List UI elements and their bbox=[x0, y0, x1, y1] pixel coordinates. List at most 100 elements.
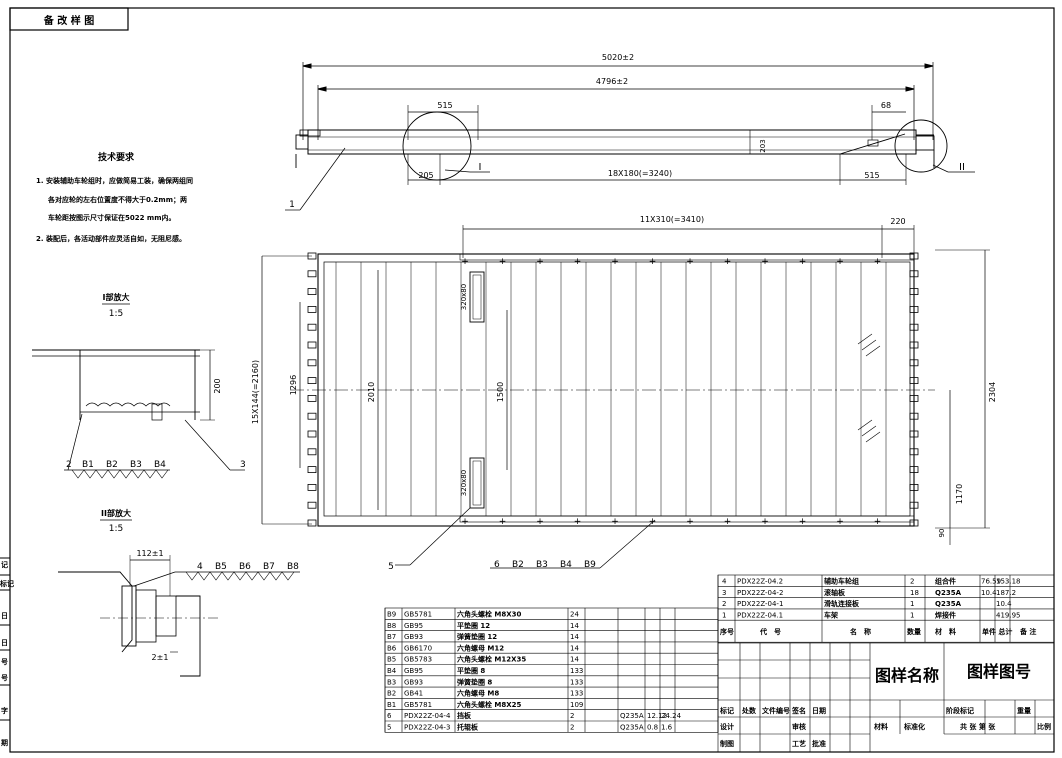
tech-line-2: 各对应轮的左右位置度不得大于0.2mm；两 bbox=[47, 195, 187, 204]
plate-bolt: + bbox=[461, 257, 469, 267]
dim-68: 68 bbox=[881, 101, 891, 110]
bom-header-code: 代 号 bbox=[759, 627, 781, 636]
bom-top-total-weight: 187.2 bbox=[996, 589, 1016, 597]
margin-labels: 记 标记 日 日 号 号 字 期 bbox=[0, 560, 14, 747]
bolt-mark bbox=[909, 377, 919, 385]
bom-left-name: 六角螺母 M12 bbox=[457, 643, 504, 652]
dim-90: 90 bbox=[938, 529, 946, 538]
bom-left-name: 六角头螺栓 M12X35 bbox=[457, 655, 526, 664]
dim-2: 2±1 bbox=[152, 653, 169, 662]
margin-label: 号 bbox=[1, 657, 8, 666]
tb-cell: 批准 bbox=[812, 739, 826, 748]
tb-cell: 工艺 bbox=[792, 739, 806, 748]
plate-bolt: + bbox=[536, 257, 544, 267]
bolt-mark bbox=[307, 483, 317, 491]
leader-label: B3 bbox=[536, 560, 548, 570]
detail-II-scale: 1:5 bbox=[109, 524, 123, 534]
dim-515-top: 515 bbox=[437, 101, 452, 110]
bom-left-code: GB95 bbox=[404, 667, 423, 675]
bom-top-unit-weight: 76.59 bbox=[981, 578, 1001, 586]
bolt-mark bbox=[307, 288, 317, 296]
bom-top-total-weight: 153.18 bbox=[996, 578, 1021, 586]
bolt-mark bbox=[909, 519, 919, 527]
bom-top-material: Q235A bbox=[935, 600, 962, 608]
bom-top-material: Q235A bbox=[935, 589, 962, 597]
tb-cell: 审核 bbox=[792, 722, 806, 731]
leader-label: 2 bbox=[66, 460, 72, 470]
revision-stamp-text: 备 改 样 图 bbox=[43, 14, 94, 27]
bolt-mark bbox=[307, 252, 317, 260]
detail-II-title: II部放大 bbox=[101, 508, 131, 518]
dim-220: 220 bbox=[890, 217, 905, 226]
bom-left-code: GB5781 bbox=[404, 611, 432, 619]
bom-top-qty: 1 bbox=[910, 611, 914, 619]
bom-top-code: PDX22Z-04.2 bbox=[737, 578, 783, 586]
bom-left-no: B6 bbox=[387, 644, 397, 652]
pad-size-top: 320x80 bbox=[460, 284, 468, 310]
dim-112: 112±1 bbox=[136, 549, 163, 558]
bom-header-qty: 数量 bbox=[907, 627, 921, 636]
plate-bolt: + bbox=[461, 517, 469, 527]
plate-bolt: + bbox=[499, 257, 507, 267]
bom-top-name: 辅助车轮组 bbox=[824, 577, 859, 586]
bom-top-total-weight: 419.95 bbox=[996, 611, 1021, 619]
tech-line-1: 1. 安装辅助车轮组时，应做简易工装，确保两组同 bbox=[36, 176, 193, 185]
bom-left-qty: 14 bbox=[570, 644, 579, 652]
dim-roller-pitch: 11X310(=3410) bbox=[640, 215, 704, 224]
bom-top-name: 车架 bbox=[824, 610, 838, 619]
dim-205: 205 bbox=[418, 171, 433, 180]
bom-left-no: 6 bbox=[387, 712, 392, 720]
bolt-mark bbox=[307, 341, 317, 349]
bom-header-weight: 单件 总计 bbox=[982, 627, 1012, 636]
bom-top-no: 1 bbox=[722, 611, 726, 619]
plan-view-rollers bbox=[335, 262, 887, 516]
plate-bolt: + bbox=[761, 517, 769, 527]
bom-left-qty: 14 bbox=[570, 633, 579, 641]
plate-bolt: + bbox=[874, 517, 882, 527]
drawing-frame bbox=[9, 7, 1055, 753]
dim-2304: 2304 bbox=[988, 382, 997, 402]
bom-left-name: 六角螺母 M8 bbox=[457, 689, 499, 698]
tech-line-4: 2. 装配后，各活动部件应灵活自如，无阻尼感。 bbox=[36, 234, 186, 243]
dim-bolt-pitch: 15X144(=2160) bbox=[251, 360, 260, 424]
bolt-mark bbox=[909, 359, 919, 367]
bom-top-unit-weight: 10.4 bbox=[981, 589, 997, 597]
margin-label: 标记 bbox=[0, 579, 14, 588]
plan-view-bolts: ++++++++++++++++++++++++ bbox=[307, 252, 919, 527]
tech-line-3: 车轮距按图示尺寸保证在5022 mm内。 bbox=[48, 213, 176, 222]
bom-top-material: 焊接件 bbox=[935, 610, 956, 619]
part-label-5: 5 bbox=[388, 562, 394, 572]
bom-left-no: B5 bbox=[387, 656, 396, 664]
bom-left-code: GB41 bbox=[404, 690, 423, 698]
drawing-name: 图样名称 bbox=[875, 666, 939, 685]
tb-cell: 文件编号 bbox=[762, 706, 790, 715]
bolt-mark bbox=[909, 288, 919, 296]
bom-top-no: 3 bbox=[722, 589, 726, 597]
bom-header-note: 备 注 bbox=[1019, 627, 1036, 636]
plate-bolt: + bbox=[499, 517, 507, 527]
bom-left-code: GB5781 bbox=[404, 701, 432, 709]
bom-left-unit-weight: 12.12 bbox=[647, 712, 667, 720]
bolt-mark bbox=[307, 359, 317, 367]
bolt-mark bbox=[307, 394, 317, 402]
bom-left-name: 六角头螺栓 M8X25 bbox=[457, 700, 522, 709]
bolt-mark bbox=[909, 501, 919, 509]
title-block bbox=[717, 642, 1055, 753]
bom-left-qty: 2 bbox=[570, 712, 574, 720]
tb-stage: 阶段标记 bbox=[946, 706, 974, 715]
bom-top-qty: 2 bbox=[910, 578, 914, 586]
tb-cell: 设计 bbox=[720, 722, 734, 731]
bom-left-code: GB5783 bbox=[404, 656, 432, 664]
tb-weight: 重量 bbox=[1017, 706, 1031, 715]
bom-left-qty: 109 bbox=[570, 701, 583, 709]
detail-II bbox=[58, 519, 300, 677]
plate-bolt: + bbox=[724, 257, 732, 267]
bom-left-no: B4 bbox=[387, 667, 397, 675]
tb-cell: 处数 bbox=[741, 706, 757, 715]
bolt-mark bbox=[307, 519, 317, 527]
bom-left-unit-weight: 0.8 bbox=[647, 724, 658, 732]
bom-top-qty: 18 bbox=[910, 589, 919, 597]
